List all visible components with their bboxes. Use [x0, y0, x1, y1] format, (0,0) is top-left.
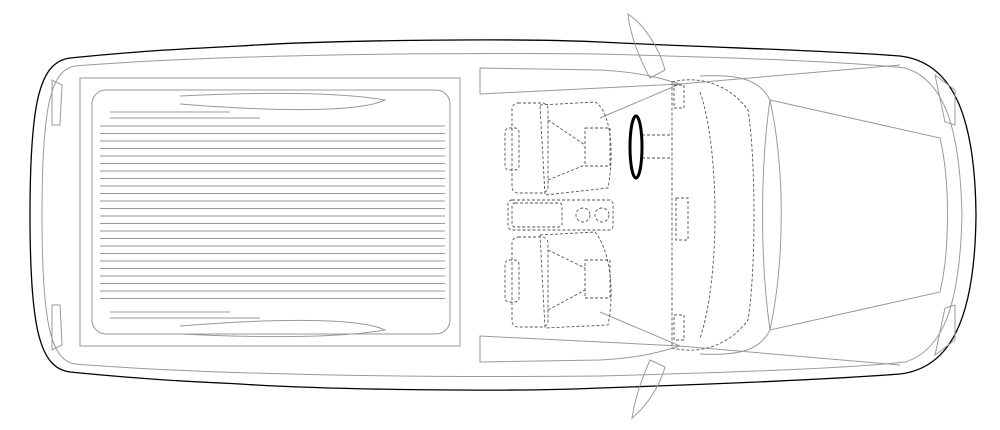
- rear-light-left: [51, 79, 63, 126]
- dash-speaker-top: [673, 84, 685, 109]
- dash-speaker-bottom: [673, 314, 685, 341]
- a-pillar-bottom: [599, 311, 681, 347]
- body-inner-line: [41, 53, 963, 377]
- mirror-right: [631, 359, 666, 420]
- hood-line-top: [679, 64, 901, 85]
- driver-seat: [504, 101, 612, 196]
- dash-vent: [675, 197, 689, 241]
- truck-bed-inner: [91, 89, 451, 335]
- headlight-right: [934, 304, 956, 357]
- passenger-seat: [504, 231, 612, 329]
- windshield: [699, 75, 771, 355]
- mirror-left: [627, 13, 666, 79]
- cab-roof-bottom: [479, 335, 681, 363]
- dashboard: [671, 79, 755, 351]
- wheel-arch-top: [179, 92, 387, 111]
- a-pillar-top: [599, 83, 681, 119]
- cab-roof-top: [479, 67, 681, 95]
- body-outline: [29, 39, 977, 391]
- hood: [769, 99, 948, 331]
- hood-line-bottom: [679, 345, 901, 366]
- truck-bed: [79, 77, 461, 347]
- steering-wheel: [628, 114, 644, 180]
- rear-light-right: [51, 304, 63, 351]
- center-console: [507, 199, 614, 231]
- bed-ribs: [100, 111, 445, 319]
- dashboard-curve: [699, 91, 716, 339]
- wheel-arch-bottom: [179, 319, 387, 338]
- headlight-left: [934, 73, 956, 126]
